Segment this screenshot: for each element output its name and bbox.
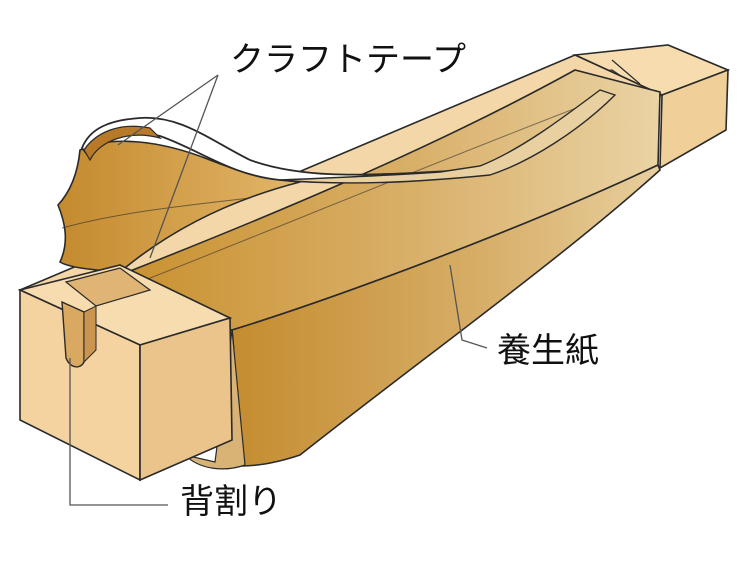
leader-curing-paper (449, 264, 488, 349)
timber-near-end (17, 264, 233, 482)
kraft-tape (80, 89, 617, 184)
paper-flap (57, 140, 301, 273)
leader-kraft-tape-2 (149, 74, 219, 259)
leader-back-groove (69, 358, 168, 506)
kraft-tape-label: クラフトテープ (230, 40, 466, 80)
leader-lines (69, 74, 488, 506)
leader-kraft-tape-1 (117, 74, 219, 146)
curing-paper-label: 養生紙 (497, 331, 599, 371)
back-groove-label: 背割り (180, 482, 282, 522)
